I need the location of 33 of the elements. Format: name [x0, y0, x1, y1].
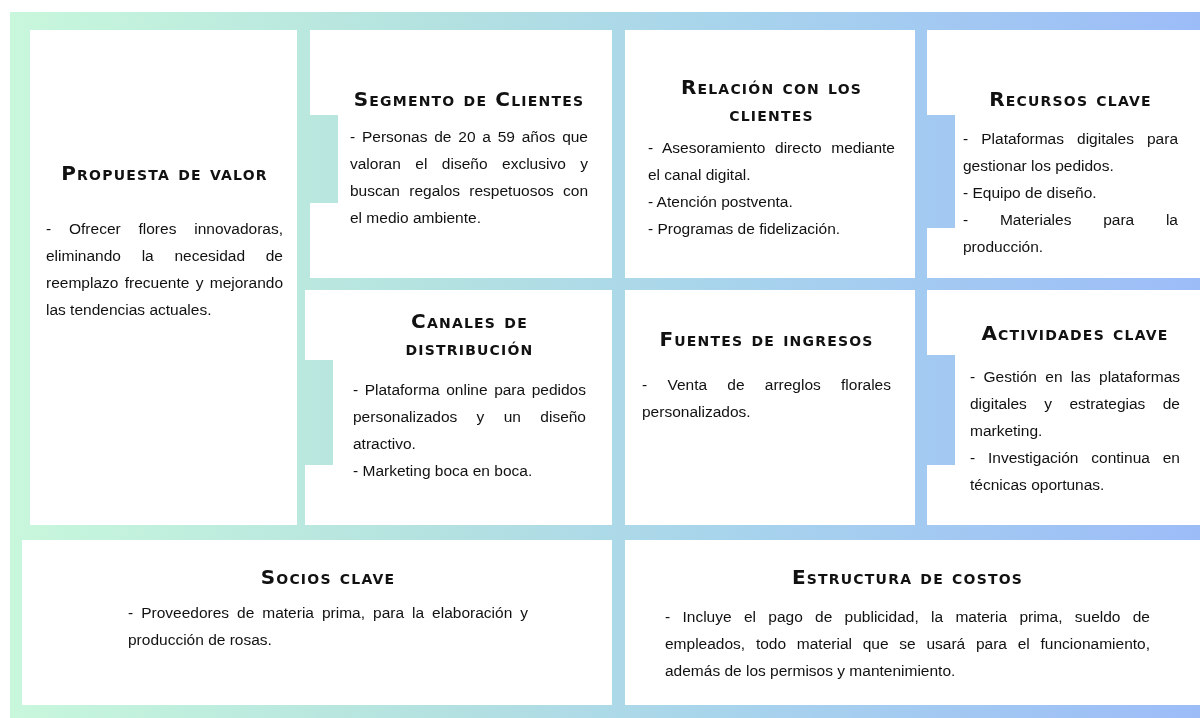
panel-heading: Recursos clave — [989, 86, 1152, 113]
panel-heading: Actividades clave — [981, 320, 1169, 347]
bullet-text: - Plataforma online para pedidos personalizados y un diseño atractivo. — [353, 380, 586, 454]
bullet-text: - Personas de 20 a 59 años que valoran el diseño exclusivo y buscan regalos respetuosos con el medio ambiente. — [350, 127, 588, 228]
bullet-text: - Materiales para la producción. — [963, 210, 1178, 257]
bullet-text: - Marketing boca en boca. — [353, 461, 534, 481]
canvas-panel — [22, 540, 612, 705]
bullet-text: - Asesoramiento directo mediante el canal digital. — [648, 138, 895, 185]
bullet-text: - Programas de fidelización. — [648, 219, 842, 239]
bullet-text: - Investigación continua en técnicas oportunas. — [970, 448, 1180, 495]
bullet-text: - Ofrecer flores innovadoras, eliminando la necesidad de reemplazo frecuente y mejorando las tendencias actuales. — [46, 219, 283, 320]
bullet-text: - Plataformas digitales para gestionar los pedidos. — [963, 129, 1178, 176]
bullet-text: - Equipo de diseño. — [963, 183, 1098, 203]
canvas-panel — [625, 290, 915, 525]
canvas-panel — [30, 30, 297, 525]
panel-heading: Estructura de costos — [791, 564, 1024, 591]
canvas-panel — [927, 30, 1200, 278]
panel-heading: Fuentes de ingresos — [659, 326, 874, 353]
canvas-panel — [625, 540, 1200, 705]
panel-heading: Propuesta de valor — [61, 160, 268, 187]
panel-heading: Segmento de Clientes — [353, 86, 585, 113]
bullet-text: - Incluye el pago de publicidad, la materia prima, sueldo de empleados, todo material que se usará para el funcionamiento, además de los permisos y mantenimiento. — [665, 607, 1150, 681]
canvas-panel — [625, 30, 915, 278]
canvas-panel — [927, 290, 1200, 525]
bullet-text: - Venta de arreglos florales personalizados. — [642, 375, 891, 422]
panel-heading: Socios clave — [260, 564, 396, 591]
panel-heading: Canales de distribución — [404, 308, 535, 362]
canvas-panel — [305, 290, 612, 525]
bullet-text: - Atención postventa. — [648, 192, 794, 212]
canvas-panel — [310, 30, 612, 278]
bullet-text: - Proveedores de materia prima, para la elaboración y producción de rosas. — [128, 603, 528, 650]
bullet-text: - Gestión en las plataformas digitales y estrategias de marketing. — [970, 367, 1180, 441]
panel-heading: Relación con los clientes — [679, 74, 864, 128]
